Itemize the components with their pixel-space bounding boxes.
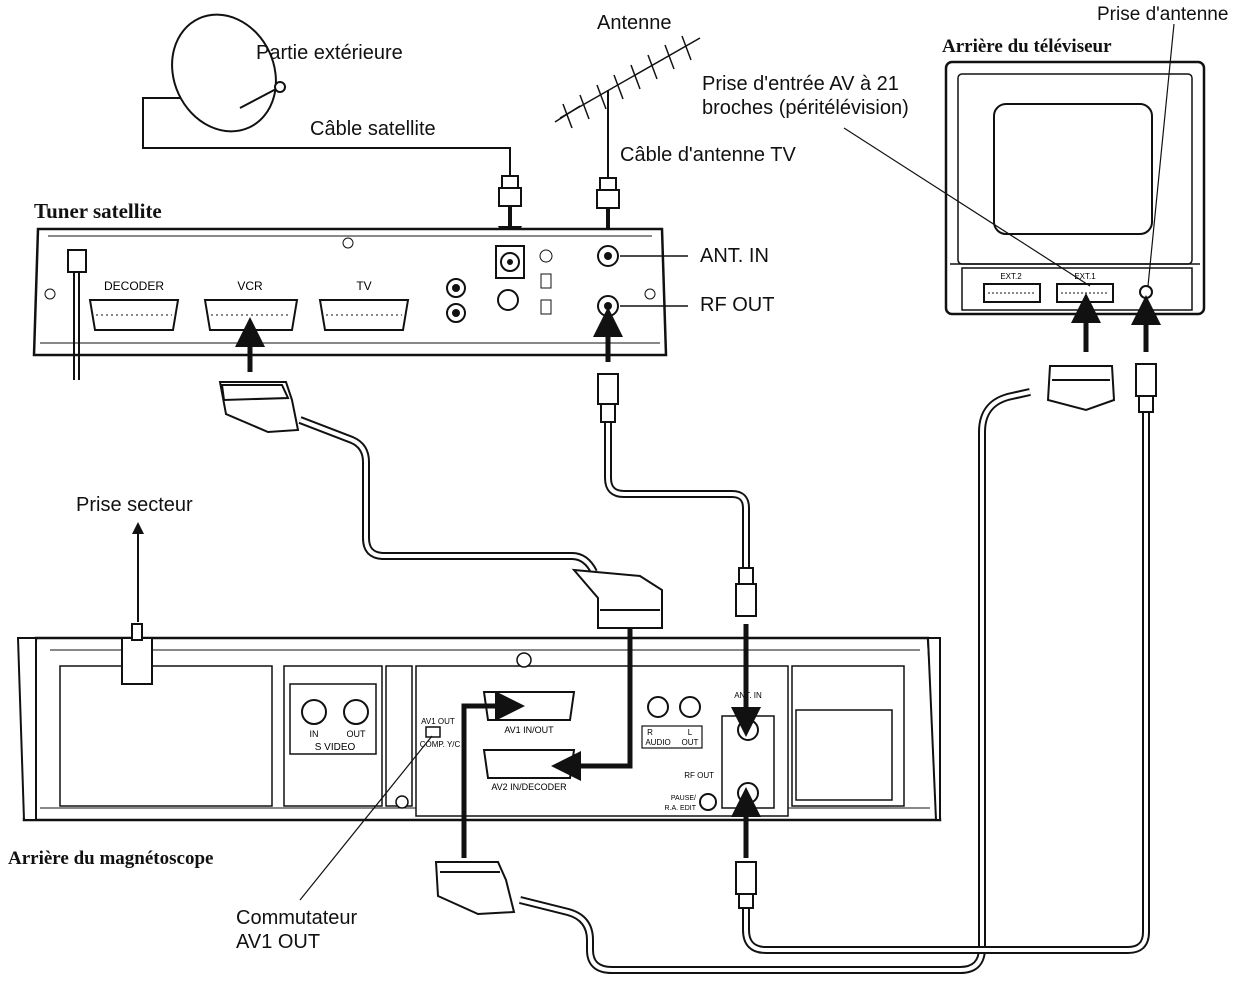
callout-av1-switch	[299, 735, 433, 901]
rf-plug-tv-end	[1135, 363, 1157, 413]
label-av-jack: Prise d'entrée AV à 21 broches (péritélé…	[702, 73, 909, 119]
label-tv-title: Arrière du téléviseur	[942, 36, 1112, 57]
rf-plug-vcr-rfout-end	[735, 861, 757, 909]
vcr-av1-out-label: AV1 OUT	[421, 717, 455, 726]
callout-antenna-jack	[1147, 23, 1175, 287]
label-antenna: Antenne	[597, 12, 672, 34]
label-antenna-cable: Câble d'antenne TV	[620, 144, 796, 166]
scart-cable-tuner-vcr	[298, 416, 598, 574]
vcr-s-video-label: S VIDEO	[315, 742, 356, 753]
label-tv-antenna-jack: Prise d'antenne	[1097, 4, 1229, 25]
label-switch: Commutateur AV1 OUT	[236, 907, 358, 953]
vcr-s-video-out-label: OUT	[347, 729, 367, 739]
satellite-tuner	[32, 227, 688, 380]
scart-plug-vcr-av1-end	[434, 861, 516, 916]
vcr-av2-label: AV2 IN/DECODER	[491, 782, 567, 792]
arrow-out-vcr-av1	[461, 691, 525, 858]
rf-cable-tuner-vcr	[604, 420, 750, 570]
vcr-s-video-in-label: IN	[310, 729, 319, 739]
label-mains: Prise secteur	[76, 494, 193, 516]
callout-av-jack	[843, 127, 1091, 287]
vcr-rf-out-label: RF OUT	[684, 771, 714, 780]
vcr	[16, 623, 942, 822]
label-satellite-cable: Câble satellite	[310, 118, 436, 140]
satellite-plug	[498, 175, 522, 250]
label-tuner-title: Tuner satellite	[34, 199, 162, 223]
label-ant-in: ANT. IN	[700, 245, 769, 267]
tuner-decoder-label: DECODER	[104, 279, 164, 293]
label-dish: Partie extérieure	[256, 42, 403, 64]
scart-cable-vcr-tv	[519, 388, 1031, 974]
label-rf-out: RF OUT	[700, 294, 775, 316]
vcr-pause-label: PAUSE/	[671, 795, 696, 802]
vcr-comp-yc-label: COMP. Y/C	[420, 740, 461, 749]
rf-plug-tuner-end	[597, 373, 619, 423]
vcr-out-label: OUT	[682, 738, 699, 747]
vcr-audio-label: AUDIO	[645, 738, 670, 747]
vcr-audio-r-label: R	[647, 728, 653, 737]
scart-plug-vcr-av2-end	[571, 568, 663, 629]
label-vcr-title: Arrière du magnétoscope	[8, 848, 214, 869]
vcr-av1-label: AV1 IN/OUT	[504, 725, 554, 735]
satellite-dish	[142, 13, 511, 175]
antenna-plug	[596, 177, 620, 252]
tuner-vcr-label: VCR	[237, 279, 263, 293]
vcr-ra-edit-label: R.A. EDIT	[664, 805, 696, 812]
vcr-audio-l-label: L	[688, 728, 693, 737]
scart-plug-tuner-end	[218, 381, 300, 434]
rf-cable-vcr-tv	[742, 410, 1150, 954]
tv-ext2-label: EXT.2	[1000, 272, 1022, 281]
tuner-tv-label: TV	[356, 279, 371, 293]
tv-antenna	[554, 35, 701, 178]
tv-ext1-label: EXT.1	[1074, 272, 1096, 281]
rf-plug-vcr-end	[735, 567, 757, 617]
arrow-into-vcr-av2	[551, 628, 633, 781]
scart-plug-tv-end	[1046, 365, 1116, 412]
television	[944, 60, 1206, 316]
